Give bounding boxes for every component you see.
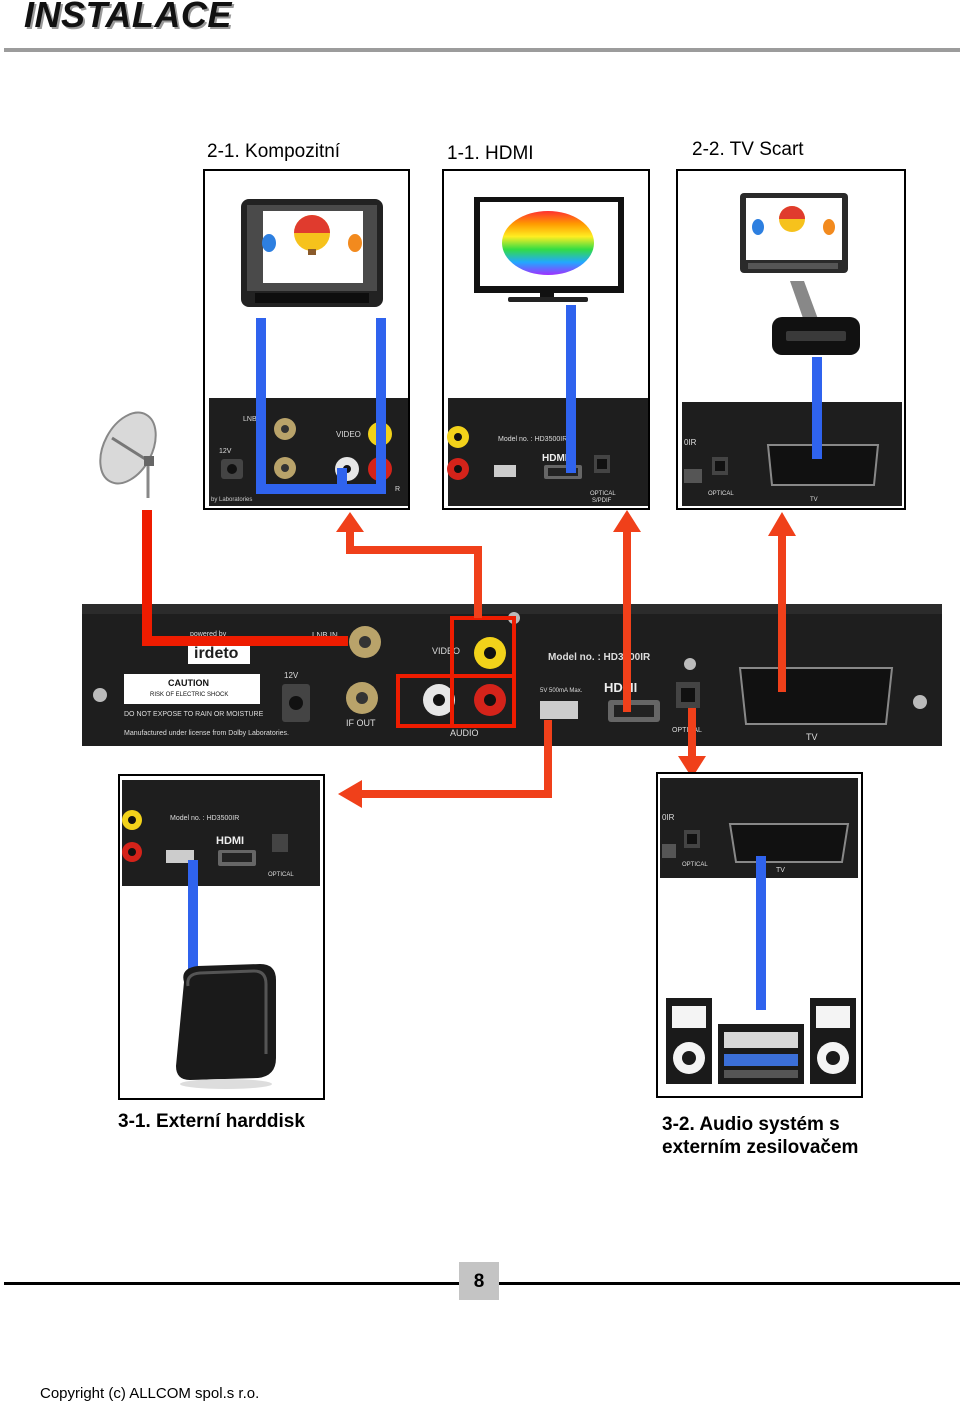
- svg-text:0IR: 0IR: [662, 813, 675, 822]
- caption-audio-line2: externím zesilovačem: [662, 1137, 859, 1158]
- hdmi-connection-panel: Model no. : HD3500IR HDMI OPTICAL S/PDIF: [442, 169, 650, 510]
- flat-tv-icon: [474, 197, 624, 302]
- usb-cable-blue: [188, 860, 198, 976]
- svg-text:12V: 12V: [219, 448, 232, 455]
- composite-connection-panel: VIDEO IF OUT LNB 12V by Laboratories R: [203, 169, 410, 510]
- caption-composite: 2-1. Kompozitní: [207, 141, 341, 162]
- svg-text:AUDIO: AUDIO: [450, 728, 479, 738]
- svg-text:IF OUT: IF OUT: [346, 718, 376, 728]
- caption-hdmi: 1-1. HDMI: [447, 143, 534, 164]
- svg-text:HDMI: HDMI: [604, 680, 637, 695]
- svg-text:HDMI: HDMI: [216, 835, 244, 847]
- receiver-panel-crop-hdmi: Model no. : HD3500IR HDMI OPTICAL S/PDIF: [447, 398, 648, 506]
- svg-text:5V 500mA Max.: 5V 500mA Max.: [540, 688, 583, 694]
- svg-text:S/PDIF: S/PDIF: [592, 498, 612, 504]
- svg-text:DO NOT EXPOSE TO RAIN OR MOIST: DO NOT EXPOSE TO RAIN OR MOISTURE: [124, 711, 264, 718]
- svg-text:TV: TV: [776, 867, 785, 874]
- hdmi-cable-blue: [566, 305, 576, 473]
- receiver-diagram: powered by irdeto CAUTION RISK OF ELECTR…: [0, 400, 960, 820]
- svg-text:CAUTION: CAUTION: [168, 678, 209, 688]
- crt-tv-icon: [241, 199, 383, 307]
- optical-arrow: [678, 708, 706, 778]
- external-harddisk-icon: [176, 964, 276, 1089]
- composite-cable-blue: [256, 318, 386, 494]
- stereo-system-icon: [666, 998, 856, 1084]
- svg-text:LNB: LNB: [243, 416, 257, 423]
- svg-text:OPTICAL: OPTICAL: [672, 727, 702, 734]
- svg-text:OPTICAL: OPTICAL: [590, 491, 616, 497]
- copyright-text: Copyright (c) ALLCOM spol.s r.o.: [40, 1385, 260, 1402]
- scart-connection-panel: 0IR OPTICAL TV: [676, 169, 906, 510]
- svg-text:VIDEO: VIDEO: [336, 430, 361, 439]
- svg-text:TV: TV: [806, 732, 818, 742]
- lnb-cable-red: [142, 510, 348, 646]
- optical-cable-blue: [756, 856, 766, 1010]
- svg-text:VIDEO: VIDEO: [432, 646, 460, 656]
- svg-text:LNB IN: LNB IN: [312, 631, 338, 640]
- crt-tv-small-icon: [740, 193, 848, 273]
- scart-plug-icon: [772, 281, 860, 355]
- brand-label: irdeto: [194, 645, 239, 662]
- receiver-panel-crop-usb: Model no. : HD3500IR HDMI OPTICAL: [122, 780, 320, 886]
- usb-arrow: [338, 720, 552, 808]
- hdmi-arrow: [613, 510, 641, 712]
- scart-arrow: [768, 512, 796, 692]
- svg-text:R: R: [395, 486, 400, 493]
- svg-text:OPTICAL: OPTICAL: [708, 491, 734, 497]
- harddisk-connection-panel: Model no. : HD3500IR HDMI OPTICAL: [118, 774, 325, 1100]
- svg-text:OPTICAL: OPTICAL: [682, 862, 708, 868]
- composite-arrow: [336, 512, 482, 618]
- satellite-dish-icon: [99, 411, 157, 498]
- rca-highlight-boxes: [396, 616, 516, 728]
- page-number: 8: [459, 1262, 499, 1300]
- powered-by-label: powered by: [190, 631, 227, 638]
- svg-text:0IR: 0IR: [684, 438, 697, 447]
- svg-text:12V: 12V: [284, 671, 299, 680]
- page-title: INSTALACE: [24, 0, 232, 35]
- svg-text:Model no. : HD3500IR: Model no. : HD3500IR: [548, 652, 651, 663]
- svg-text:OPTICAL: OPTICAL: [268, 872, 294, 878]
- scart-cable-blue: [812, 357, 822, 459]
- svg-text:Model no. : HD3500IR: Model no. : HD3500IR: [170, 815, 239, 822]
- svg-text:Manufactured under license fro: Manufactured under license from Dolby La…: [124, 730, 289, 737]
- title-rule: [4, 48, 960, 52]
- svg-text:HDMI: HDMI: [542, 453, 568, 464]
- svg-text:RISK OF ELECTRIC SHOCK: RISK OF ELECTRIC SHOCK: [150, 692, 228, 698]
- caption-scart: 2-2. TV Scart: [692, 139, 804, 160]
- svg-text:by Laboratories: by Laboratories: [211, 497, 252, 503]
- audio-connection-panel: 0IR OPTICAL TV: [656, 772, 863, 1098]
- svg-text:TV: TV: [810, 497, 818, 503]
- svg-text:Model no. : HD3500IR: Model no. : HD3500IR: [498, 436, 567, 443]
- receiver-panel-crop-scart: 0IR OPTICAL TV: [682, 402, 902, 506]
- caption-harddisk: 3-1. Externí harddisk: [118, 1111, 305, 1132]
- caption-audio-line1: 3-2. Audio systém s: [662, 1114, 840, 1135]
